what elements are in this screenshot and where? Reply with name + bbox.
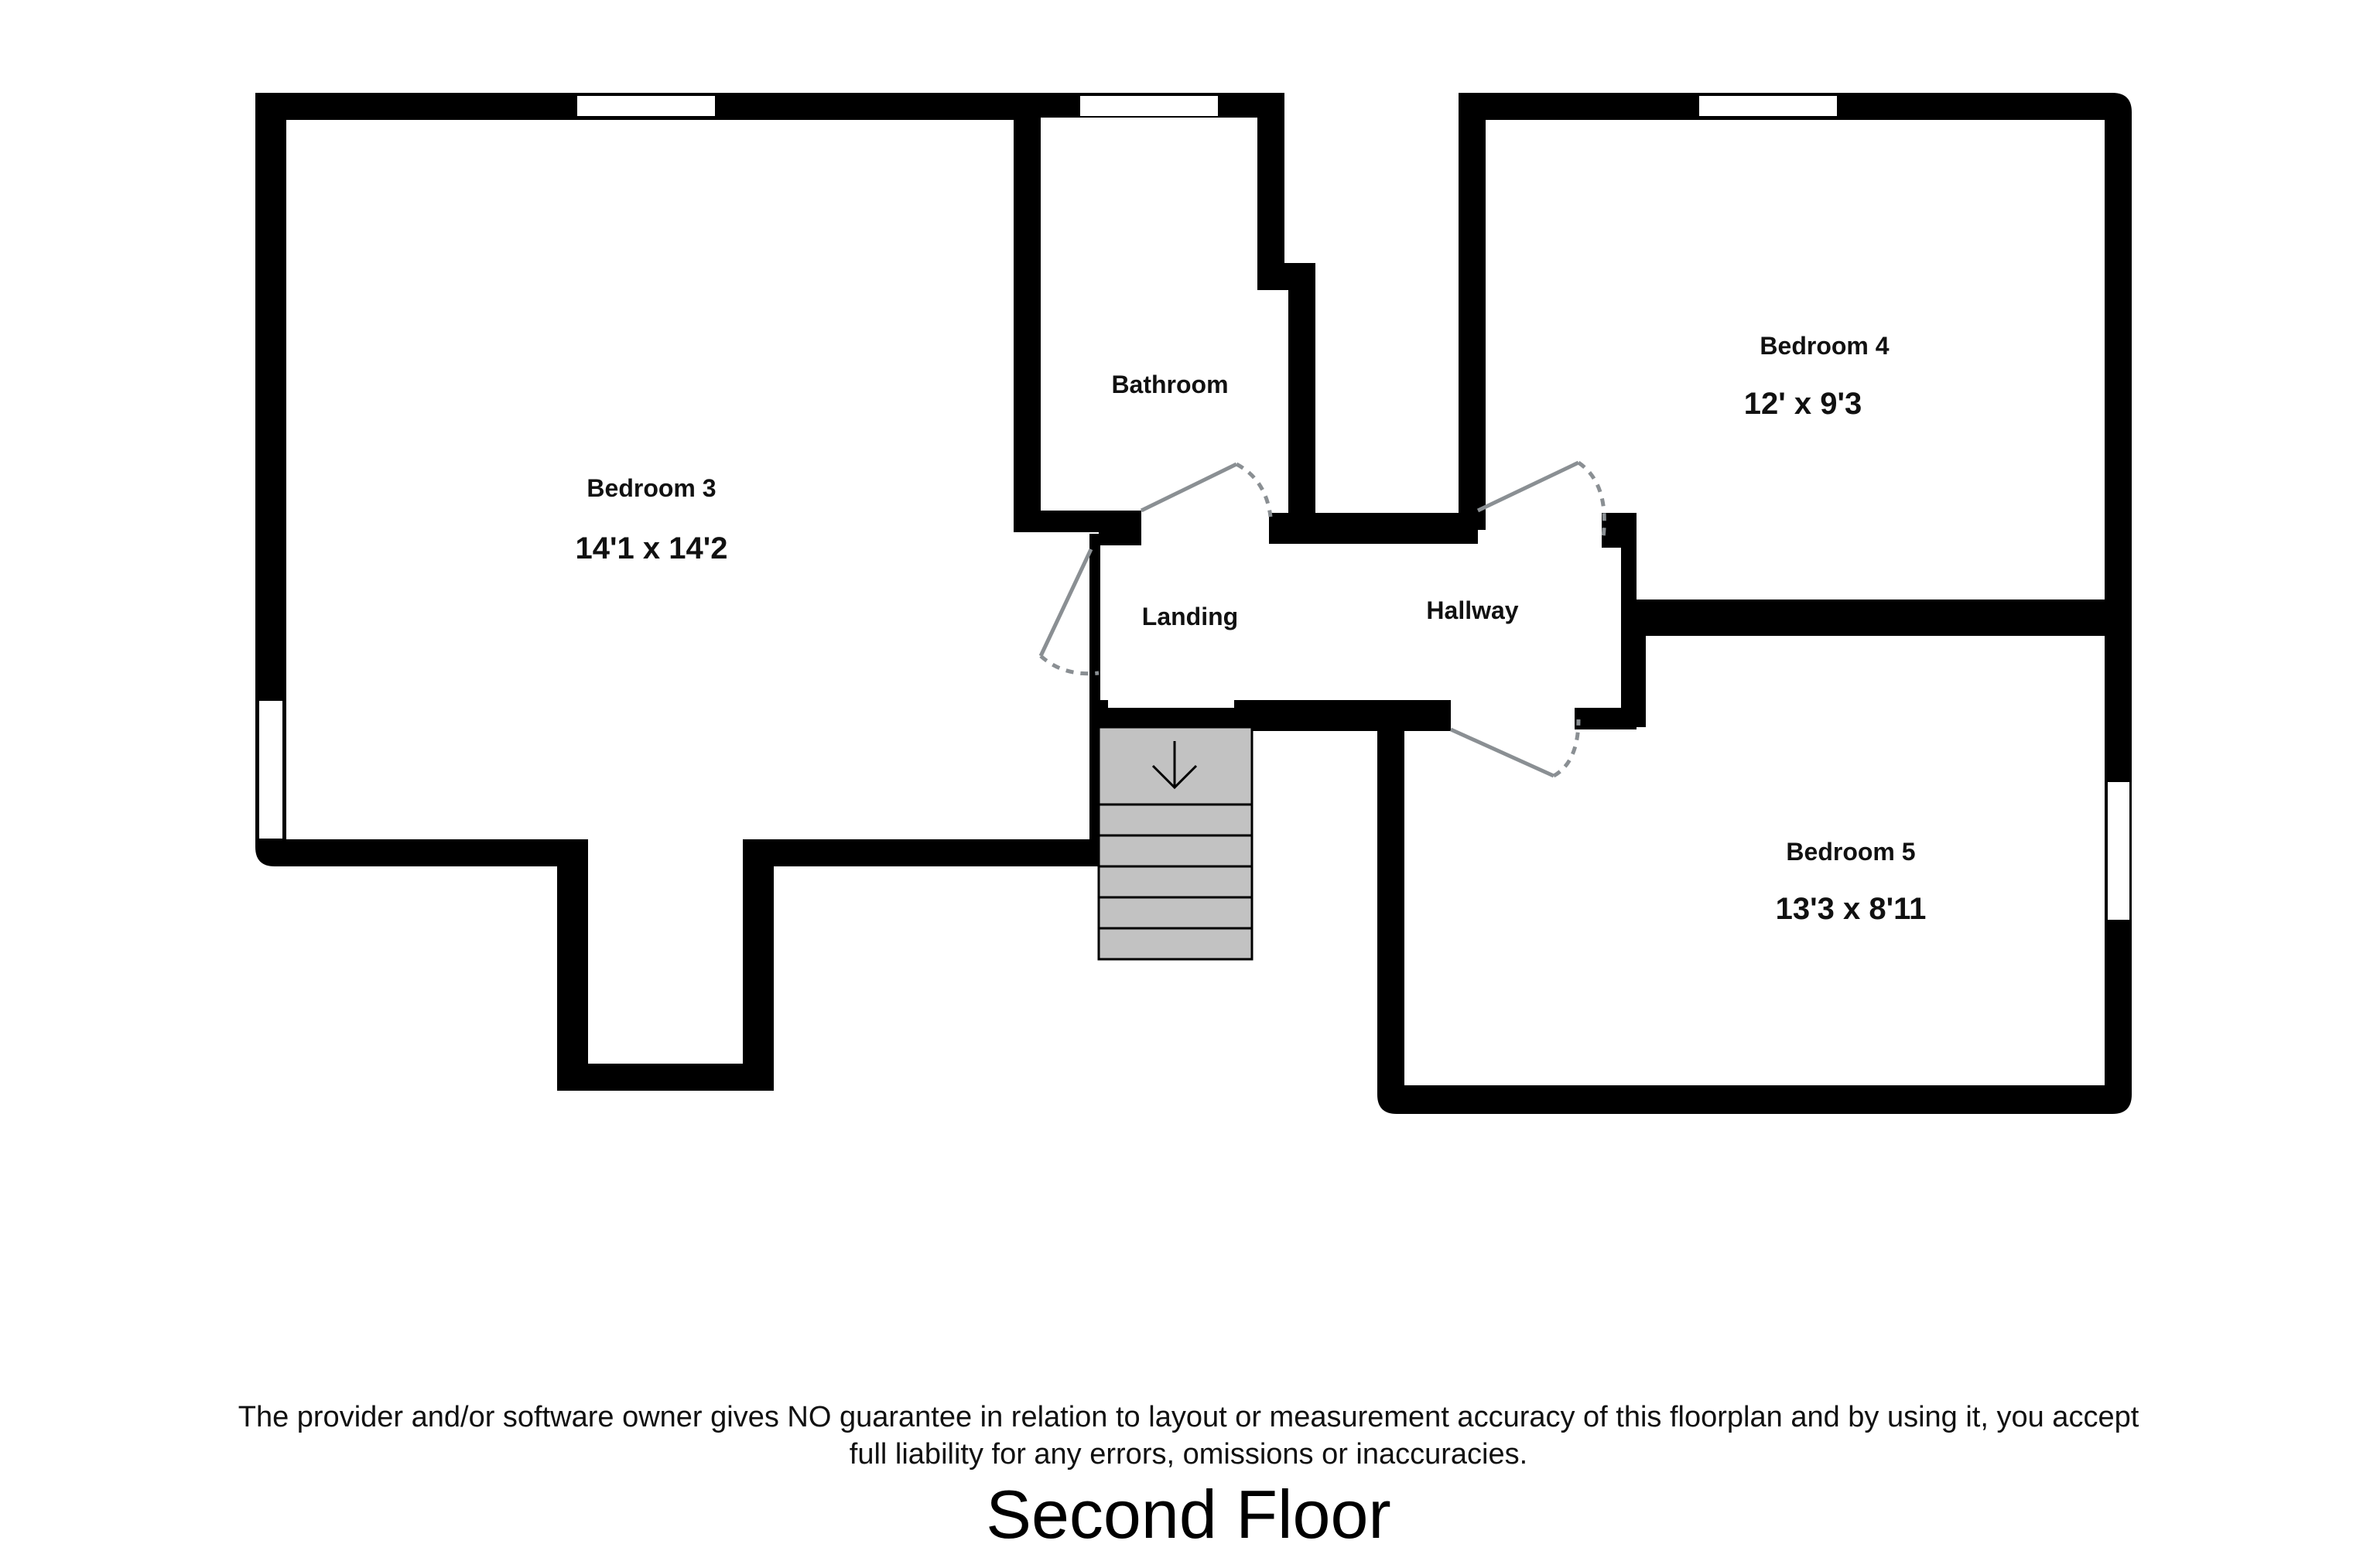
bedroom-3-label: Bedroom 3 bbox=[587, 474, 716, 502]
bathroom-walls bbox=[1014, 93, 1315, 545]
landing-label: Landing bbox=[1142, 603, 1238, 630]
hallway-north-wall-a bbox=[1269, 513, 1478, 544]
bedroom-5-north-wall bbox=[1637, 611, 2132, 636]
hallway-label: Hallway bbox=[1426, 596, 1518, 624]
disclaimer: The provider and/or software owner gives… bbox=[0, 1399, 2377, 1473]
bedroom-3-dimensions: 14'1 x 14'2 bbox=[576, 531, 728, 565]
door-bathroom bbox=[1140, 462, 1273, 518]
window-bedroom-3-west bbox=[258, 699, 284, 840]
bedroom-4-dimensions: 12' x 9'3 bbox=[1744, 387, 1862, 421]
stair-tread-5 bbox=[1097, 927, 1253, 961]
bedroom-3-east-wall bbox=[1014, 93, 1041, 530]
door-bedroom-4 bbox=[1476, 460, 1606, 538]
window-bedroom-5-east bbox=[2106, 781, 2131, 921]
disclaimer-line-2: full liability for any errors, omissions… bbox=[849, 1438, 1528, 1471]
staircase bbox=[1097, 726, 1253, 961]
hallway-south-wall-b bbox=[1099, 708, 1242, 729]
window-bedroom-4-north bbox=[1698, 94, 1838, 118]
bedroom-4-walls bbox=[1459, 93, 2132, 629]
stair-tread-3 bbox=[1097, 865, 1253, 899]
bedroom-5-outer-wall bbox=[1377, 630, 2132, 1114]
hallway-east-wall bbox=[1621, 513, 1637, 729]
doors bbox=[1038, 460, 1606, 778]
bedroom-5-dimensions: 13'3 x 8'11 bbox=[1776, 892, 1927, 926]
bathroom-label: Bathroom bbox=[1111, 371, 1228, 398]
window-bedroom-3-north bbox=[576, 94, 717, 118]
stair-tread-1 bbox=[1097, 803, 1253, 837]
stair-tread-4 bbox=[1097, 896, 1253, 930]
windows bbox=[258, 94, 2131, 921]
bedroom-5-walls bbox=[1377, 611, 2132, 1114]
bedroom-5-label: Bedroom 5 bbox=[1786, 838, 1915, 866]
bedroom-3-outer-wall bbox=[255, 93, 1099, 1091]
landing-top-left-block bbox=[1099, 511, 1141, 545]
bathroom-east-wall-upper bbox=[1257, 93, 1284, 290]
window-bathroom-north bbox=[1079, 94, 1219, 118]
stair-tread-2 bbox=[1097, 834, 1253, 868]
bedroom-5-west-jamb bbox=[1637, 611, 1646, 727]
disclaimer-line-1: The provider and/or software owner gives… bbox=[238, 1401, 2139, 1433]
bathroom-east-wall-lower bbox=[1288, 263, 1315, 518]
door-bedroom-3 bbox=[1038, 548, 1100, 676]
door-bedroom-5 bbox=[1449, 719, 1581, 778]
hallway-south-wall-d bbox=[1246, 719, 1451, 731]
stairs-down-arrow-icon bbox=[1151, 741, 1198, 790]
hallway-east-jamb bbox=[1575, 708, 1637, 729]
floor-title: Second Floor bbox=[986, 1476, 1391, 1553]
floor-plan: Bedroom 3 14'1 x 14'2 Bathroom Bedroom 4… bbox=[255, 93, 2132, 1114]
bedroom-3-walls bbox=[255, 93, 1100, 1091]
bedroom-4-label: Bedroom 4 bbox=[1760, 332, 1889, 360]
